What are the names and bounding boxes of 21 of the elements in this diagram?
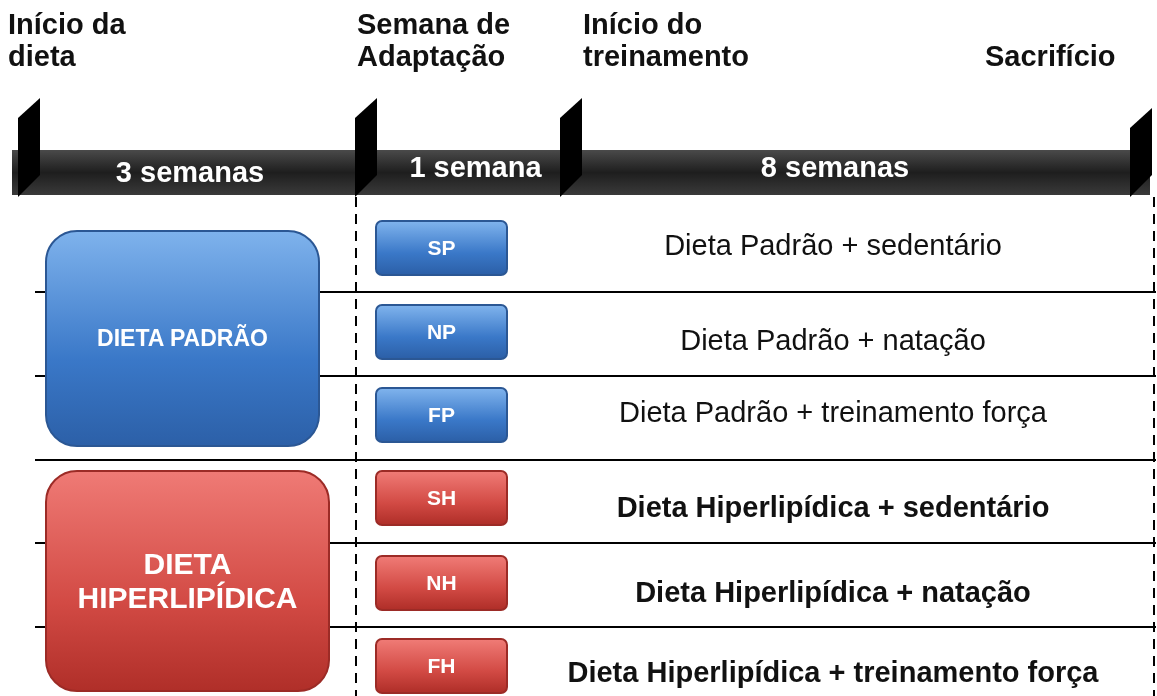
diet-group-box: DIETA HIPERLIPÍDICA (45, 470, 330, 692)
header-label: Início da dieta (8, 8, 127, 72)
group-code-box: SH (375, 470, 508, 526)
group-description: Dieta Hiperlipídica + natação (634, 575, 1032, 610)
group-description: Dieta Padrão + treinamento força (618, 395, 1048, 430)
header-label: Semana de Adaptação (357, 8, 512, 72)
group-description: Dieta Padrão + natação (679, 323, 987, 358)
header-label: Sacrifício (985, 40, 1117, 72)
group-description: Dieta Padrão + sedentário (663, 228, 1003, 263)
header-label: Início do treinamento (583, 8, 750, 72)
duration-label: 3 semanas (114, 155, 266, 190)
group-code-box: NP (375, 304, 508, 360)
group-code-box: FP (375, 387, 508, 443)
diet-group-box: DIETA PADRÃO (45, 230, 320, 447)
duration-label: 8 semanas (759, 150, 911, 185)
group-code-box: NH (375, 555, 508, 611)
group-code-box: SP (375, 220, 508, 276)
group-code-box: FH (375, 638, 508, 694)
group-description: Dieta Hiperlipídica + treinamento força (566, 655, 1100, 690)
duration-label: 1 semana (408, 150, 543, 185)
group-description: Dieta Hiperlipídica + sedentário (615, 490, 1051, 525)
